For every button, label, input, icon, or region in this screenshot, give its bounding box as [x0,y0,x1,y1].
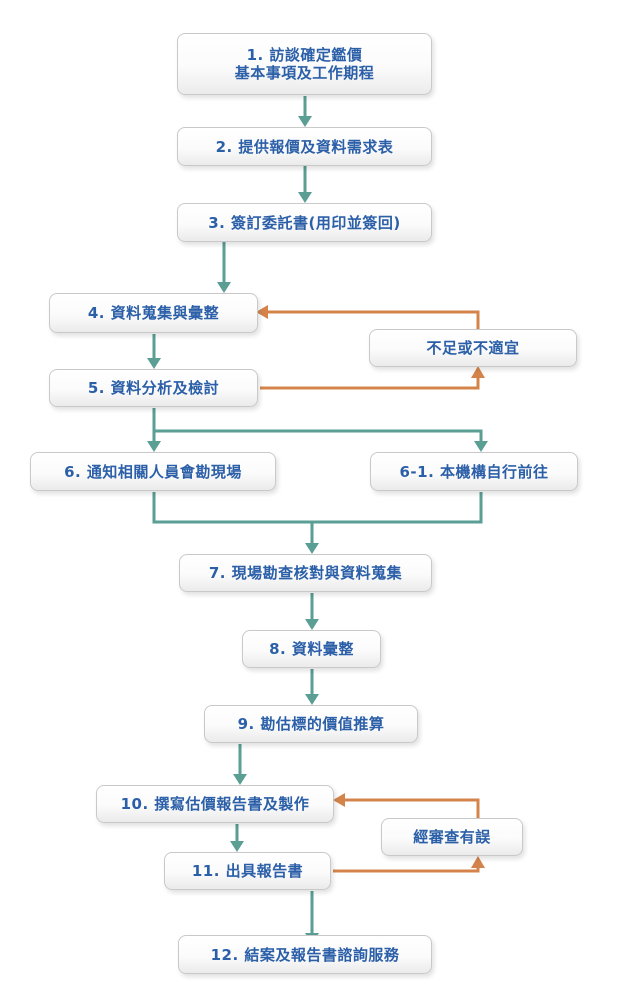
arrowhead-8 [305,619,319,630]
arrowhead-10 [233,774,247,785]
step-5-label: 5. 資料分析及檢討 [87,379,220,397]
insufficient-label: 不足或不適宜 [426,339,520,357]
arrowhead-loop-to-10 [333,793,345,807]
step-8-data-compilation[interactable]: 8. 資料彙整 [242,630,381,668]
step-1-line-2: 基本事項及工作期程 [234,64,375,82]
step-12-closing-consulting[interactable]: 12. 結案及報告書諮詢服務 [178,935,432,974]
step-10-label: 10. 撰寫估價報告書及製作 [120,795,310,813]
arrowhead-loop-to-4 [256,305,268,319]
step-9-label: 9. 勘估標的價值推算 [237,715,385,733]
branch-5-to-6-1 [154,429,483,443]
step-6-label: 6. 通知相關人員會勘現場 [64,462,242,481]
step-8-label: 8. 資料彙整 [269,640,354,658]
step-10-report-writing[interactable]: 10. 撰寫估價報告書及製作 [96,785,334,823]
arrowhead-loop-to-insufficient [471,366,485,378]
arrowhead-2 [298,116,312,127]
step-2-label: 2. 提供報價及資料需求表 [215,137,394,156]
arrowhead-3 [298,192,312,203]
arrowhead-loop-to-review [471,856,485,868]
step-11-label: 11. 出具報告書 [191,862,304,880]
step-5-analysis[interactable]: 5. 資料分析及檢討 [49,369,258,407]
step-12-label: 12. 結案及報告書諮詢服務 [210,945,400,964]
loop-insufficient-to-4 [266,310,480,329]
insufficient-node[interactable]: 不足或不適宜 [369,329,577,367]
loop-review-to-10 [342,798,480,818]
step-1-line-1: 1. 訪談確定鑑價 [246,46,363,64]
step-3-label: 3. 簽訂委託書(用印並簽回) [208,213,401,232]
step-4-data-collection[interactable]: 4. 資料蒐集與彙整 [49,293,258,333]
step-11-issue-report[interactable]: 11. 出具報告書 [164,852,331,890]
step-9-valuation[interactable]: 9. 勘估標的價值推算 [204,705,418,743]
arrowhead-7 [305,543,319,554]
step-3-contract[interactable]: 3. 簽訂委託書(用印並簽回) [177,203,432,242]
loop-5-to-insufficient [260,376,480,390]
merge-6-to-7 [152,492,483,524]
arrowhead-6-1 [474,441,488,452]
arrowhead-5 [147,358,161,369]
step-6-1-label: 6-1. 本機構自行前往 [399,462,549,481]
arrowhead-9 [305,694,319,705]
step-7-label: 7. 現場勘查核對與資料蒐集 [208,564,403,582]
arrowhead-6 [147,441,161,452]
review-error-label: 經審查有誤 [413,828,491,846]
step-6-1-self-visit[interactable]: 6-1. 本機構自行前往 [370,452,578,491]
arrowhead-11 [230,841,244,852]
step-4-label: 4. 資料蒐集與彙整 [87,304,220,322]
step-1-interview[interactable]: 1. 訪談確定鑑價 基本事項及工作期程 [177,33,432,95]
loop-11-to-review [333,865,480,873]
arrowhead-4 [217,282,231,293]
step-7-site-inspection[interactable]: 7. 現場勘查核對與資料蒐集 [179,554,432,592]
step-2-quotation[interactable]: 2. 提供報價及資料需求表 [177,127,432,166]
review-error-node[interactable]: 經審查有誤 [381,818,523,856]
step-6-notify-site-survey[interactable]: 6. 通知相關人員會勘現場 [30,452,276,491]
